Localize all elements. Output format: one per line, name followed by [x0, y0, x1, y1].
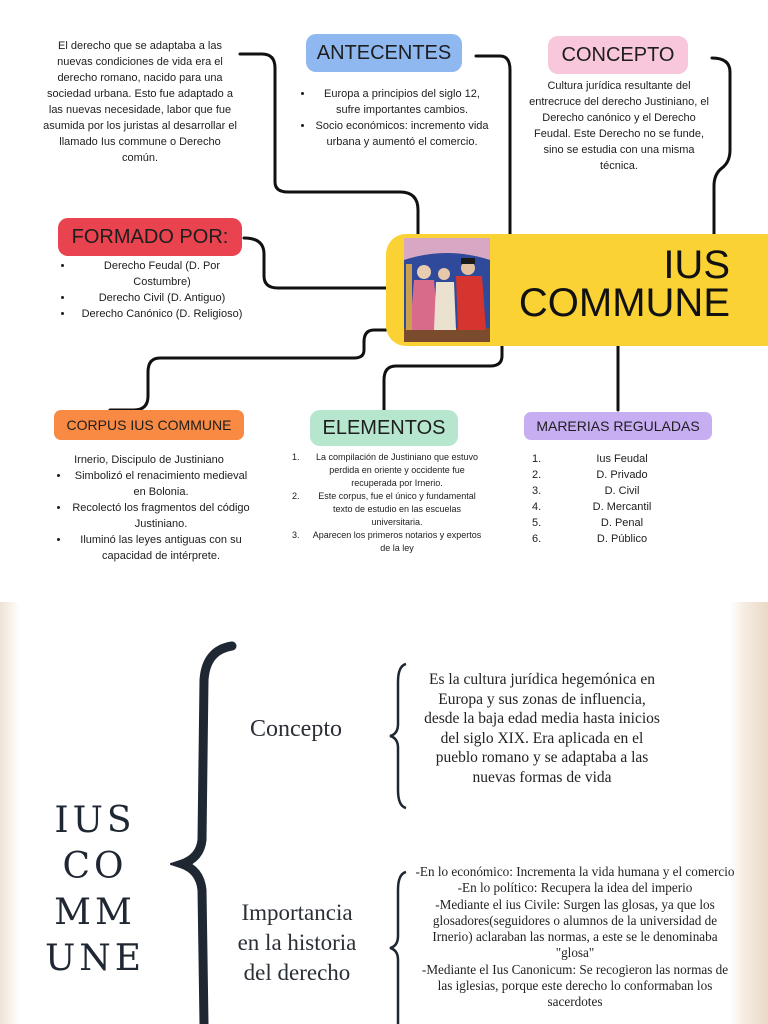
materias-list: 1.Ius Feudal 2.D. Privado 3.D. Civil 4.D…: [532, 451, 692, 547]
antecedentes-title: ANTECENTES: [306, 34, 462, 72]
list-item: 1.La compilación de Justiniano que estuv…: [292, 452, 479, 488]
concepto-text: Cultura jurídica resultante del entrecru…: [529, 80, 709, 172]
small-brace-icon-2: [389, 870, 407, 1024]
ius-commune-title: IUS COMMUNE: [500, 243, 730, 325]
bottom-importancia-list: -En lo económico: Incrementa la vida hum…: [414, 864, 736, 1011]
title-line-2: COMMUNE: [518, 281, 730, 325]
large-brace-icon: [170, 641, 237, 1024]
elementos-list: 1.La compilación de Justiniano que estuv…: [292, 451, 482, 555]
list-item: -Mediante el Ius Canonicum: Se recogiero…: [421, 961, 729, 1010]
title-line: CO: [62, 846, 128, 887]
elementos-title: ELEMENTOS: [310, 410, 458, 446]
bottom-concepto-text: Es la cultura jurídica hegemónica en Eur…: [424, 671, 660, 786]
list-item: Derecho Canónico (D. Religioso): [74, 306, 250, 322]
list-item: -En lo político: Recupera la idea del im…: [457, 880, 693, 896]
connector-lines: [108, 52, 732, 412]
formado-list: Derecho Feudal (D. Por Costumbre) Derech…: [60, 258, 250, 322]
title-line: IUS: [54, 800, 136, 841]
list-item: 5.D. Penal: [532, 517, 644, 529]
title-line: MM: [54, 892, 136, 933]
list-item: Recolectó los fragmentos del código Just…: [70, 500, 252, 532]
bottom-panel: [0, 602, 768, 1024]
corpus-list: Simbolizó el renacimiento medieval en Bo…: [56, 468, 252, 564]
list-item: 4.D. Mercantil: [532, 501, 652, 513]
materias-title: MARERIAS REGULADAS: [524, 412, 712, 440]
list-item: Simbolizó el renacimiento medieval en Bo…: [70, 468, 252, 500]
bottom-importancia-label: Importancia en la historia del derecho: [222, 898, 372, 988]
corpus-lead: Irnerio, Discipulo de Justiniano: [74, 454, 224, 466]
small-brace-icon: [389, 662, 407, 810]
label-line: del derecho: [243, 960, 351, 985]
list-item: 3.Aparecen los primeros notarios y exper…: [292, 530, 482, 553]
list-item: 6.D. Público: [532, 533, 648, 545]
list-item: 3.D. Civil: [532, 485, 640, 497]
list-item: Europa a principios del siglo 12, sufre …: [314, 86, 490, 118]
list-item: 2.D. Privado: [532, 469, 648, 481]
title-line-1: IUS: [663, 243, 730, 287]
list-item: Derecho Civil (D. Antiguo): [74, 290, 250, 306]
list-item: Derecho Feudal (D. Por Costumbre): [74, 258, 250, 290]
formado-title: FORMADO POR:: [58, 218, 242, 256]
list-item: 2.Este corpus, fue el único y fundamenta…: [292, 491, 476, 527]
concepto-title: CONCEPTO: [548, 36, 688, 74]
list-item: -Mediante el ius Civile: Surgen las glos…: [432, 896, 718, 961]
label-line: Importancia: [241, 900, 353, 925]
list-item: -En lo económico: Incrementa la vida hum…: [415, 864, 735, 879]
corpus-title: CORPUS IUS COMMUNE: [54, 410, 244, 440]
list-item: 1.Ius Feudal: [532, 453, 648, 465]
list-item: Iluminó las leyes antiguas con su capaci…: [70, 532, 252, 564]
bottom-big-title: IUS CO MM UNE: [40, 798, 150, 982]
medieval-illustration: [404, 238, 490, 342]
list-item: Socio económicos: incremento vida urbana…: [314, 118, 490, 150]
label-line: en la historia: [237, 930, 357, 955]
bottom-concepto-label: Concepto: [250, 716, 342, 742]
title-line: UNE: [44, 938, 146, 979]
intro-text: El derecho que se adaptaba a las nuevas …: [43, 40, 237, 164]
antecedentes-list: Europa a principios del siglo 12, sufre …: [300, 86, 490, 150]
